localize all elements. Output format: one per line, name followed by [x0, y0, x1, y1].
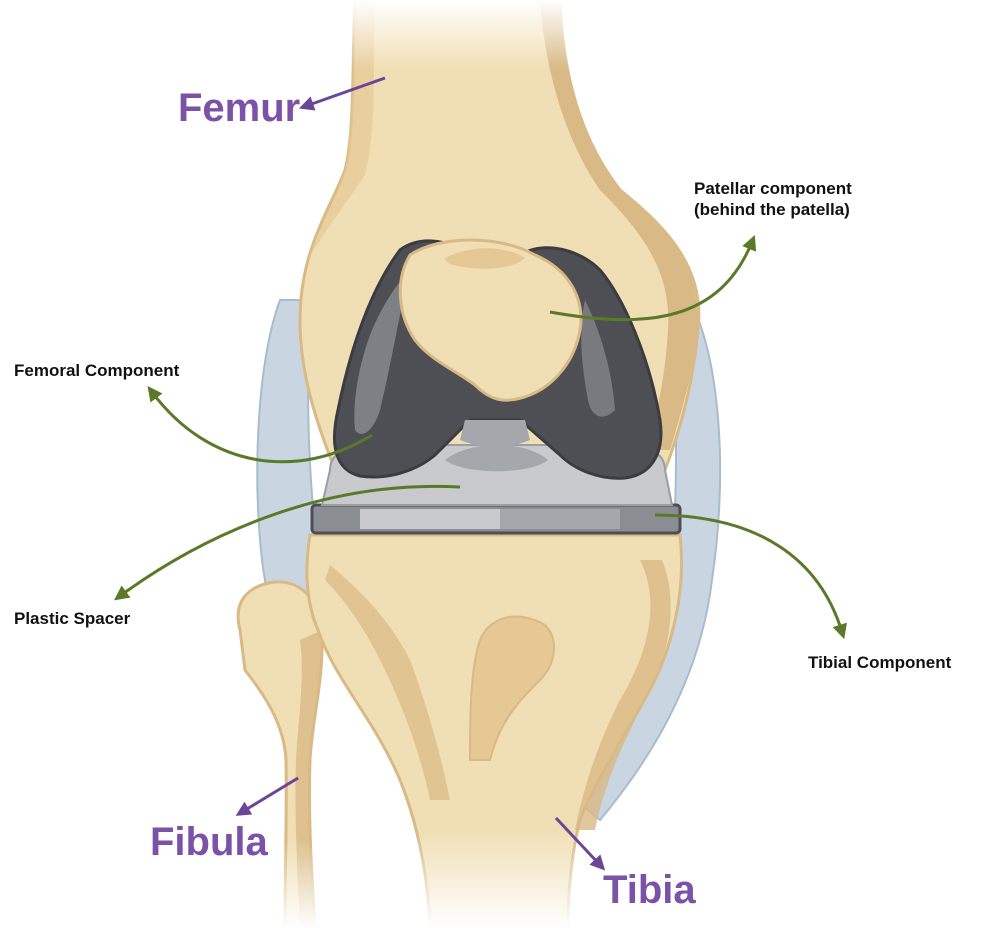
fibula-label: Fibula [150, 822, 268, 862]
femur-label: Femur [178, 88, 300, 128]
patellar-component-label: Patellar component (behind the patella) [694, 178, 852, 221]
femoral-component-label: Femoral Component [14, 360, 179, 381]
patellar-component-label-line1: Patellar component [694, 178, 852, 199]
plastic-spacer-label: Plastic Spacer [14, 608, 130, 629]
tibial-component-shape [312, 505, 680, 533]
patellar-component-label-line2: (behind the patella) [694, 199, 852, 220]
tibia-label: Tibia [603, 870, 696, 910]
tibial-component-label: Tibial Component [808, 652, 951, 673]
